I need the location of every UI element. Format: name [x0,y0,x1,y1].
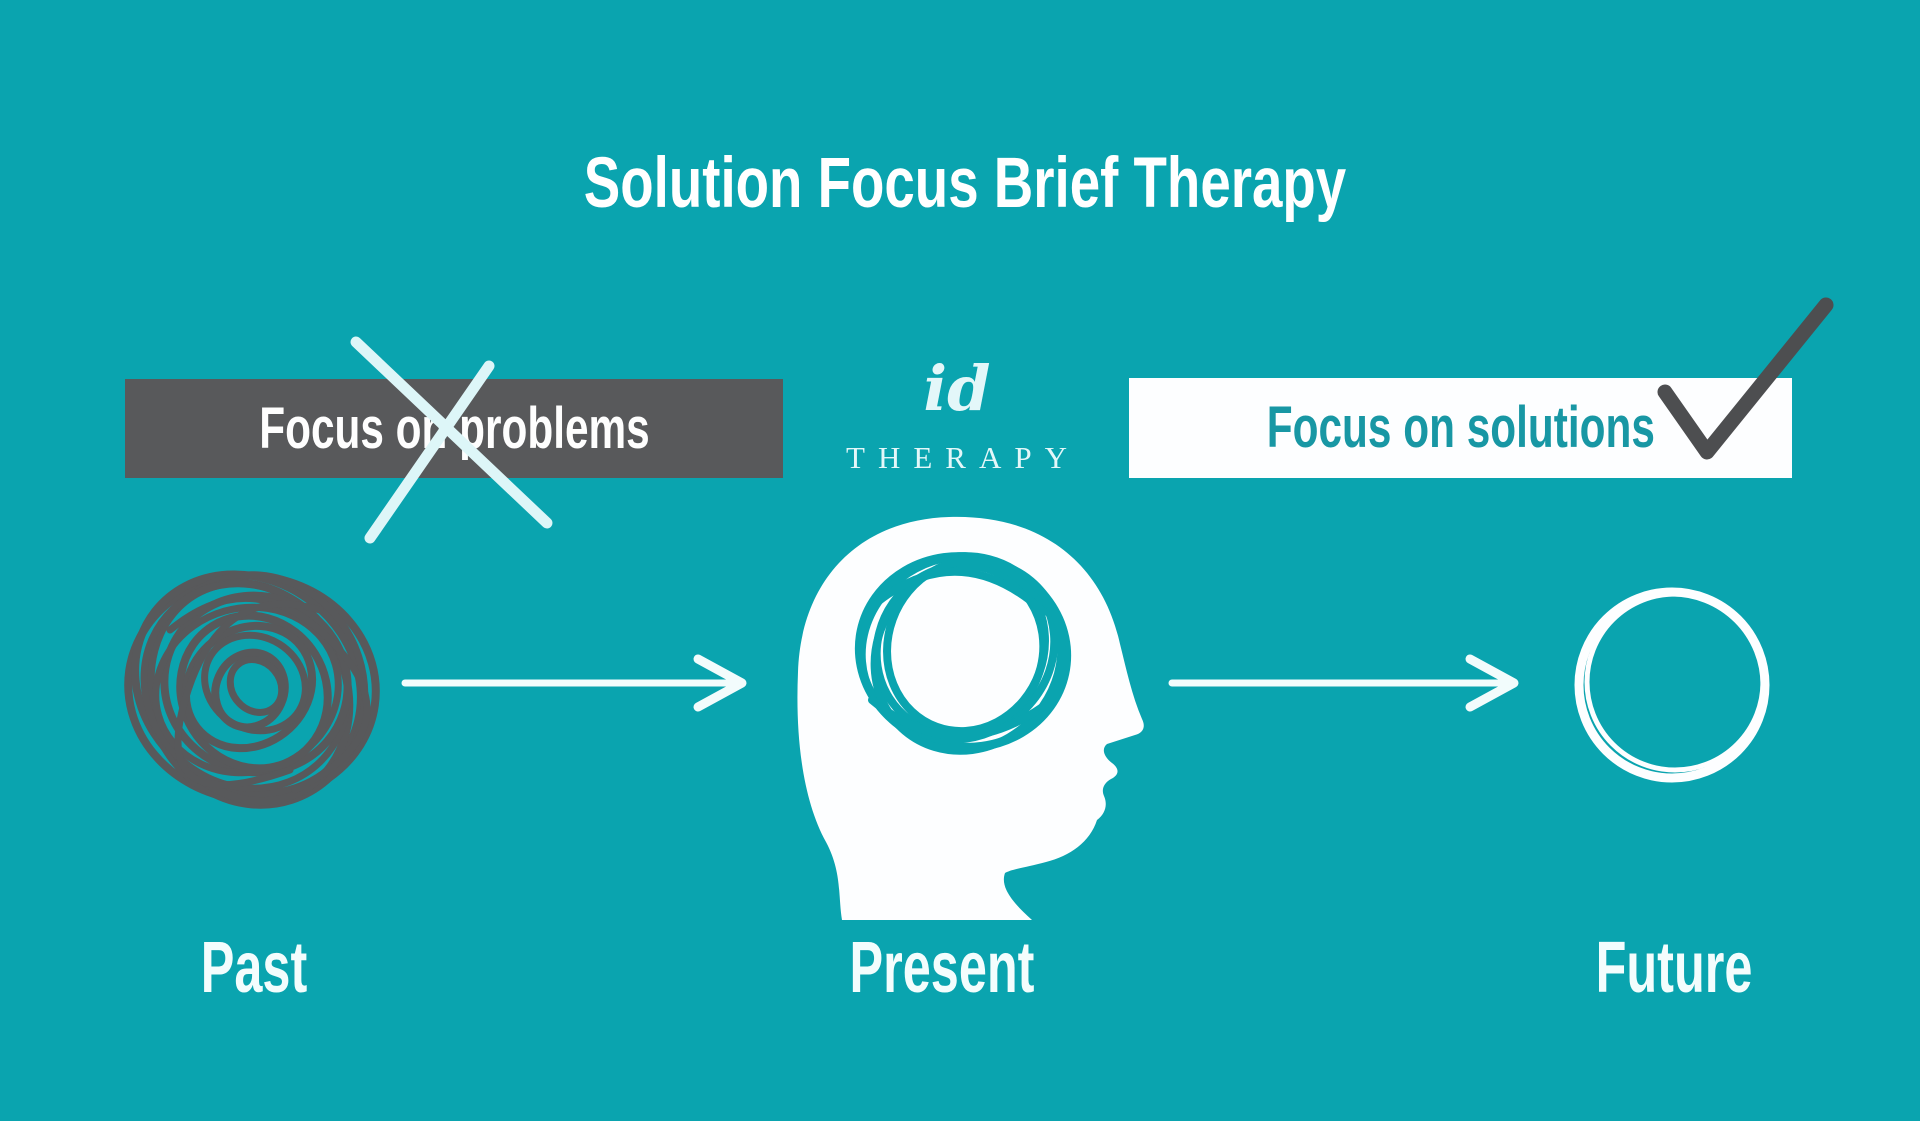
arrow-right-icon [1168,654,1519,712]
focus-solutions-label: Focus on solutions [1266,395,1655,460]
stage-label-present: Present [849,928,1035,1008]
head-silhouette-icon [797,516,1144,920]
stage-label-future: Future [1595,928,1753,1008]
logo-therapy-word: THERAPY [846,440,1080,475]
focus-solutions-panel: Focus on solutions [1129,378,1792,478]
clear-circle-icon [1574,587,1770,783]
tangled-scribble-icon [124,570,380,809]
stage-label-past: Past [200,928,308,1008]
focus-problems-panel: Focus on problems [125,379,783,478]
focus-problems-label: Focus on problems [258,395,650,461]
logo-id-script: id [923,352,991,425]
arrow-right-icon [401,654,747,712]
brain-scribble-icon [854,552,1072,755]
page-title: Solution Focus Brief Therapy [583,144,1347,223]
